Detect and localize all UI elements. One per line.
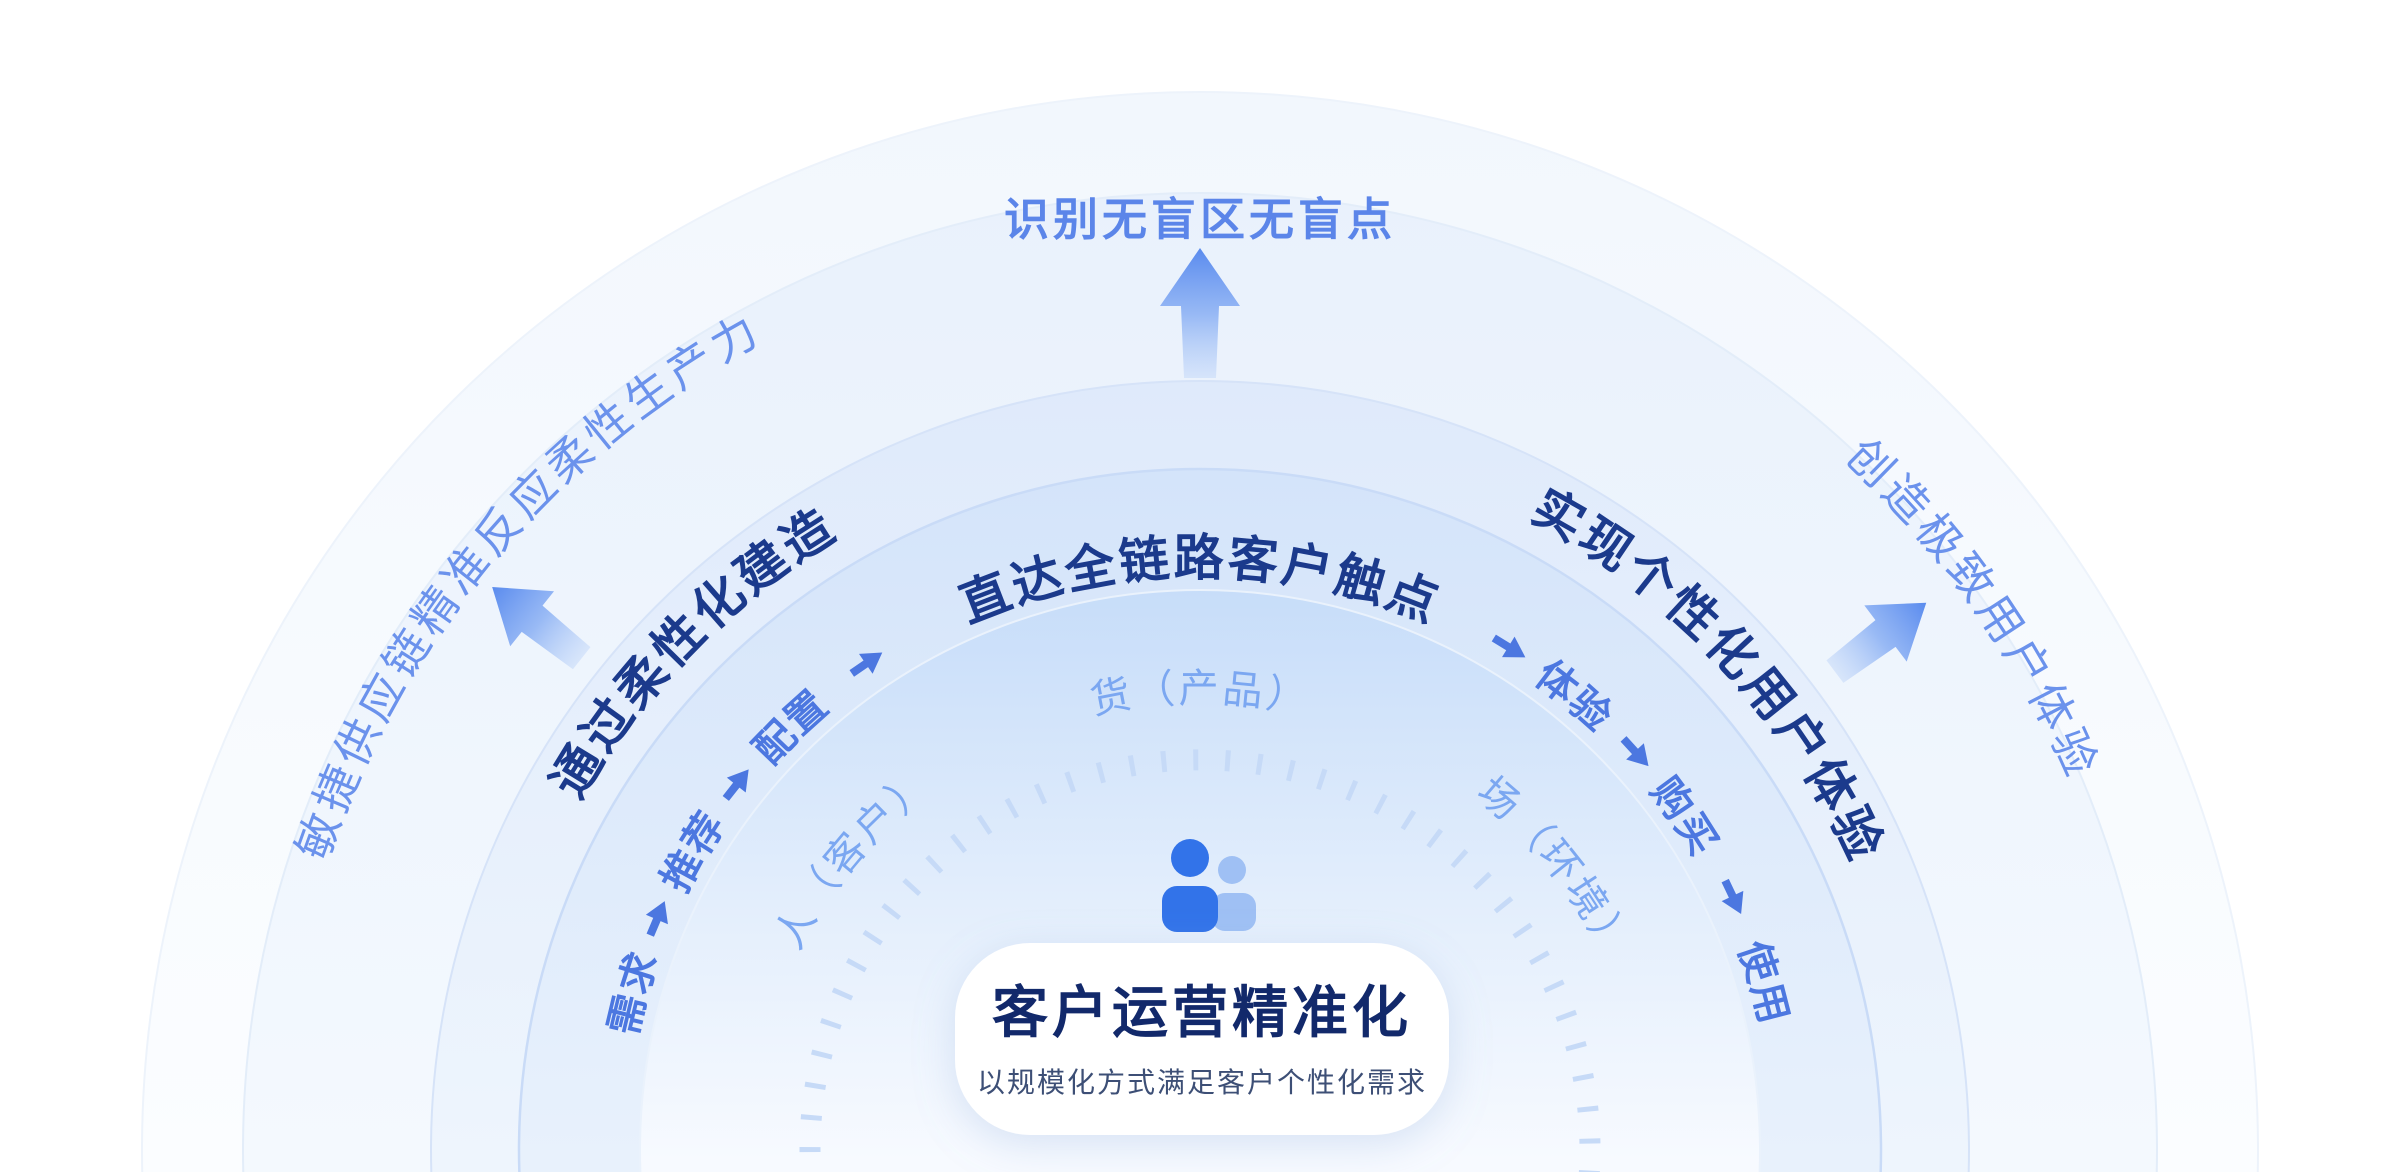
center-card-title: 客户运营精准化	[992, 981, 1412, 1044]
user-secondary-head	[1218, 856, 1246, 884]
center-card-subtitle: 以规模化方式满足客户个性化需求	[977, 1067, 1427, 1098]
user-primary-head	[1171, 839, 1209, 877]
users-icon	[1162, 839, 1256, 932]
ring-band-inner	[639, 589, 1761, 1172]
outer-top-label: 识别无盲区无盲点	[1004, 194, 1396, 245]
center-card: 客户运营精准化 以规模化方式满足客户个性化需求	[955, 943, 1449, 1135]
gauge-tick-ring	[799, 749, 1601, 1172]
user-primary-body	[1162, 886, 1218, 932]
user-secondary-body	[1212, 893, 1256, 931]
center-card-background	[955, 943, 1449, 1135]
